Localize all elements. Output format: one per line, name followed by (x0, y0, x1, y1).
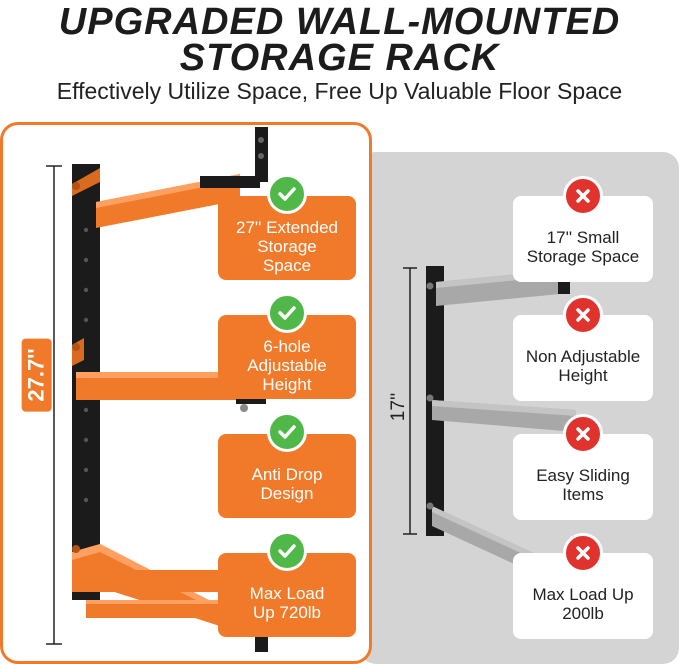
feature-line: Anti Drop (251, 465, 323, 484)
check-icon (267, 293, 307, 333)
feature-line: 6-hole (263, 336, 311, 356)
standard-rack-illustration (403, 266, 576, 576)
feature-line: Height (558, 366, 608, 385)
check-icon (267, 412, 307, 452)
title-line-1: UPGRADED WALL-MOUNTED (58, 1, 621, 43)
cross-icon (563, 176, 603, 216)
feature-line: Non Adjustable (525, 347, 641, 366)
subtitle: Effectively Utilize Space, Free Up Valua… (56, 78, 623, 104)
feature-line: Storage (257, 236, 317, 256)
feature-line: Adjustable (247, 355, 327, 375)
feature-line: 17'' Small (546, 228, 620, 247)
check-icon (267, 531, 307, 571)
check-icon (267, 174, 307, 214)
feature-line: Easy Sliding (536, 466, 630, 485)
feature-line: Height (262, 374, 312, 394)
feature-line: Up 720lb (252, 603, 322, 622)
feature-line: Items (562, 485, 604, 504)
cross-icon (563, 295, 603, 335)
feature-line: Space (262, 255, 312, 275)
cross-icon (563, 414, 603, 454)
cross-icon (563, 533, 603, 573)
feature-line: Storage Space (526, 247, 640, 266)
feature-extended-storage: 27'' Extended Storage Space (218, 196, 356, 280)
feature-line: Max Load Up (532, 585, 634, 604)
feature-line: Design (260, 484, 314, 503)
feature-line: 27'' Extended (236, 217, 338, 237)
feature-line: Max Load (249, 584, 325, 603)
height-dimension-upgraded: 27.7'' (21, 338, 52, 412)
height-dimension-standard: 17'' (388, 392, 410, 422)
feature-line: 200lb (562, 604, 604, 623)
title-line-2: STORAGE RACK (179, 37, 500, 79)
